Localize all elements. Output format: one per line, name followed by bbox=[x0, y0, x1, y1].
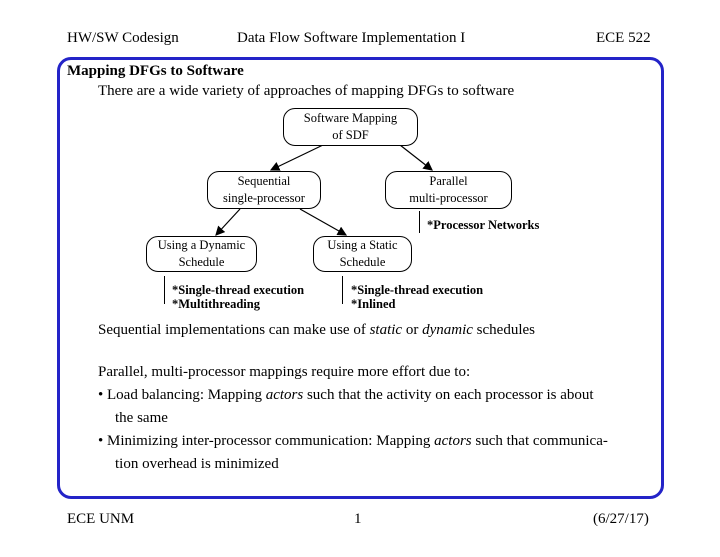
node-dynamic-schedule: Using a Dynamic Schedule bbox=[146, 236, 257, 272]
bullet-load-balancing: • Load balancing: Mapping actors such th… bbox=[98, 387, 594, 404]
footer-date: (6/27/17) bbox=[593, 511, 649, 527]
sequential-statement: Sequential implementations can make use … bbox=[98, 322, 535, 339]
header-course: HW/SW Codesign bbox=[67, 30, 179, 46]
dynamic-note-2: *Multithreading bbox=[172, 297, 260, 311]
page-number: 1 bbox=[354, 511, 362, 527]
bullet1-term-actors: actors bbox=[265, 387, 304, 403]
bullet1-prefix: • Load balancing: Mapping bbox=[98, 387, 266, 403]
bullet1-suffix: such that the activity on each processor… bbox=[303, 387, 594, 403]
header-topic: Data Flow Software Implementation I bbox=[237, 30, 466, 46]
edge-sequential-static bbox=[299, 208, 348, 236]
node-software-mapping-line1: Software Mapping bbox=[303, 111, 398, 125]
sequential-statement-suffix: schedules bbox=[472, 322, 535, 338]
edge-sequential-dynamic bbox=[215, 208, 241, 236]
bullet2-term-actors: actors bbox=[434, 433, 472, 449]
bullet2-suffix: such that communica- bbox=[471, 433, 608, 449]
node-sequential-line2: single-processor bbox=[223, 191, 305, 205]
bullet2-prefix: • Minimizing inter-processor communicati… bbox=[98, 433, 435, 449]
slide-frame bbox=[57, 57, 664, 499]
node-dynamic-line1: Using a Dynamic bbox=[157, 238, 246, 252]
parallel-intro: Parallel, multi-processor mappings requi… bbox=[98, 364, 471, 380]
node-parallel: Parallel multi-processor bbox=[385, 171, 512, 209]
term-static: static bbox=[369, 322, 403, 338]
bullet-communication-cont: tion overhead is minimized bbox=[115, 456, 279, 472]
parallel-note-bar bbox=[419, 211, 420, 233]
bullet-communication: • Minimizing inter-processor communicati… bbox=[98, 433, 608, 450]
slide-title: Mapping DFGs to Software bbox=[67, 63, 244, 79]
node-software-mapping-line2: of SDF bbox=[332, 128, 369, 142]
node-static-line2: Schedule bbox=[339, 255, 386, 269]
dynamic-note-bar bbox=[164, 276, 165, 304]
node-parallel-line2: multi-processor bbox=[409, 191, 488, 205]
node-software-mapping: Software Mapping of SDF bbox=[283, 108, 418, 146]
node-sequential-line1: Sequential bbox=[237, 174, 291, 188]
edge-root-sequential bbox=[269, 144, 324, 171]
node-dynamic-line2: Schedule bbox=[178, 255, 225, 269]
node-sequential: Sequential single-processor bbox=[207, 171, 321, 209]
edge-root-parallel bbox=[399, 144, 433, 171]
node-parallel-line1: Parallel bbox=[429, 174, 468, 188]
static-note-bar bbox=[342, 276, 343, 304]
parallel-note: *Processor Networks bbox=[427, 218, 540, 232]
static-note-2: *Inlined bbox=[351, 297, 396, 311]
sequential-statement-prefix: Sequential implementations can make use … bbox=[98, 322, 370, 338]
footer-institution: ECE UNM bbox=[67, 511, 135, 527]
term-dynamic: dynamic bbox=[422, 322, 473, 338]
bullet-load-balancing-cont: the same bbox=[115, 410, 168, 426]
node-static-schedule: Using a Static Schedule bbox=[313, 236, 412, 272]
static-note-1: *Single-thread execution bbox=[351, 283, 484, 297]
node-static-line1: Using a Static bbox=[327, 238, 398, 252]
header-course-number: ECE 522 bbox=[596, 30, 651, 46]
slide-intro: There are a wide variety of approaches o… bbox=[98, 83, 515, 99]
sequential-statement-or: or bbox=[402, 322, 423, 338]
dynamic-note-1: *Single-thread execution bbox=[172, 283, 305, 297]
